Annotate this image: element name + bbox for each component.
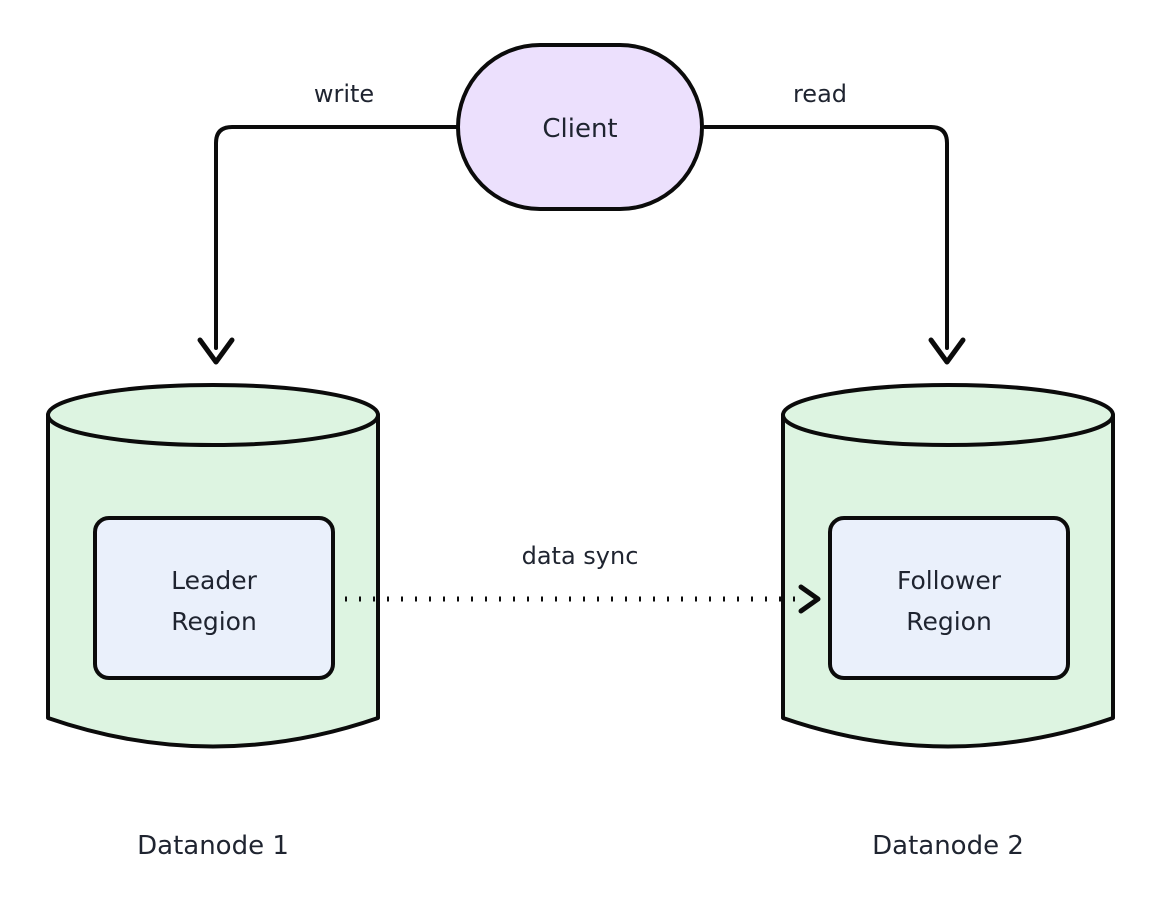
data-sync-arrowhead-icon: [798, 584, 821, 614]
node-datanode-2[interactable]: Follower Region Datanode 2: [781, 383, 1115, 861]
read-arrowhead-icon: [928, 337, 966, 365]
edge-write[interactable]: write: [197, 80, 460, 365]
edge-label-read: read: [793, 80, 847, 108]
datanode-1-cylinder-top: [46, 383, 380, 447]
edge-label-data-sync: data sync: [522, 542, 639, 570]
edge-data-sync[interactable]: data sync: [345, 542, 821, 614]
node-client[interactable]: Client: [456, 43, 704, 211]
client-label: Client: [542, 114, 617, 144]
client-shape: [456, 43, 704, 211]
follower-region-box[interactable]: Follower Region: [828, 516, 1070, 680]
leader-region-label-line2: Region: [171, 607, 257, 636]
follower-region-label-line1: Follower: [897, 566, 1002, 595]
write-edge-path: [214, 125, 460, 350]
follower-region-rect: [828, 516, 1070, 680]
edge-read[interactable]: read: [703, 80, 966, 365]
read-edge-path: [703, 125, 949, 350]
leader-region-rect: [93, 516, 335, 680]
node-datanode-1[interactable]: Leader Region Datanode 1: [46, 383, 380, 861]
write-arrowhead-icon: [197, 337, 235, 365]
leader-region-box[interactable]: Leader Region: [93, 516, 335, 680]
follower-region-label-line2: Region: [906, 607, 992, 636]
edge-label-write: write: [314, 80, 374, 108]
datanode-2-cylinder-top: [781, 383, 1115, 447]
datanode-2-caption: Datanode 2: [872, 831, 1024, 861]
datanode-1-caption: Datanode 1: [137, 831, 289, 861]
leader-region-label-line1: Leader: [171, 566, 257, 595]
